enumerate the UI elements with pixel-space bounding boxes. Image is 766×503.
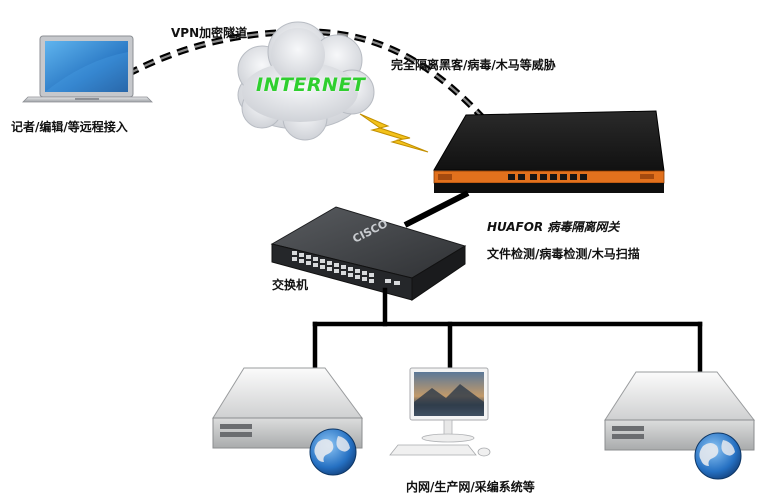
gateway-switch-link	[403, 190, 470, 228]
globe-icon	[309, 428, 357, 476]
server-icon	[604, 371, 756, 451]
intranet-label: 内网/生产网/采编系统等	[406, 480, 535, 494]
threat-isolation-label: 完全隔离黑客/病毒/木马等威胁	[391, 58, 556, 72]
monitor-icon	[389, 367, 491, 457]
cloud-icon	[237, 21, 375, 141]
laptop-icon	[22, 35, 153, 103]
internet-label: INTERNET	[256, 74, 366, 96]
gateway-features-label: 文件检测/病毒检测/木马扫描	[487, 247, 640, 261]
switch-icon: CISCO	[270, 206, 467, 301]
gateway-icon	[433, 110, 665, 193]
globe-icon	[694, 432, 742, 480]
remote-access-label: 记者/编辑/等远程接入	[11, 120, 128, 134]
lan-bus	[312, 287, 703, 375]
lightning-icon	[359, 113, 429, 153]
gateway-label: HUAFOR 病毒隔离网关	[487, 220, 620, 234]
vpn-tunnel-label: VPN加密隧道	[171, 26, 248, 40]
switch-label: 交换机	[272, 278, 309, 292]
